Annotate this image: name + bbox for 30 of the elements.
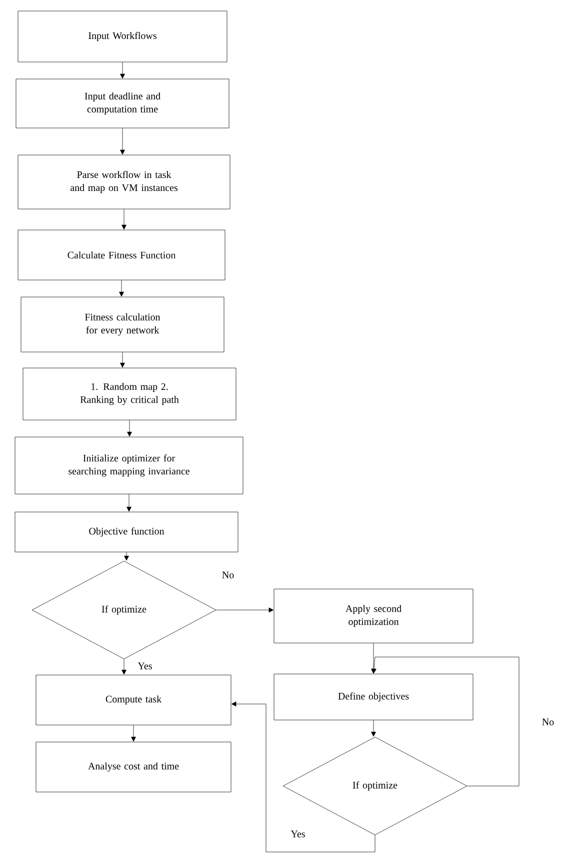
- arrow: [231, 702, 376, 852]
- arrow: [372, 656, 520, 786]
- arrow: [127, 420, 132, 437]
- process-box: Compute task: [36, 674, 232, 726]
- process-box: Analyse cost and time: [36, 742, 232, 792]
- process-box: Parse workflow in task and map on VM instances: [18, 154, 230, 210]
- arrow: [216, 608, 274, 612]
- edge-label: Yes: [136, 662, 154, 670]
- arrow: [131, 725, 136, 742]
- arrow: [124, 552, 129, 561]
- process-box: Define objectives: [274, 674, 474, 720]
- process-box: Calculate Fitness Function: [18, 230, 226, 280]
- process-box: Initialize optimizer for searching mapping invariance: [14, 436, 244, 494]
- process-box: Apply second optimization: [274, 588, 474, 644]
- arrow: [371, 720, 376, 737]
- process-box: 1. Random map 2. Ranking by critical path: [22, 368, 236, 420]
- arrow: [120, 62, 125, 79]
- process-box: Input deadline and computation time: [16, 78, 230, 128]
- process-box: Fitness calculation for every network: [20, 296, 224, 352]
- arrow: [120, 128, 125, 155]
- edge-label: Yes: [290, 830, 306, 838]
- edge-label: No: [220, 570, 236, 580]
- arrow: [126, 494, 132, 512]
- process-box: Input Workflows: [18, 10, 228, 62]
- arrow: [122, 209, 126, 230]
- process-box: Objective function: [14, 512, 238, 552]
- arrow: [119, 280, 124, 297]
- arrow: [120, 352, 125, 368]
- edge-label: No: [540, 718, 556, 726]
- arrow: [122, 659, 126, 675]
